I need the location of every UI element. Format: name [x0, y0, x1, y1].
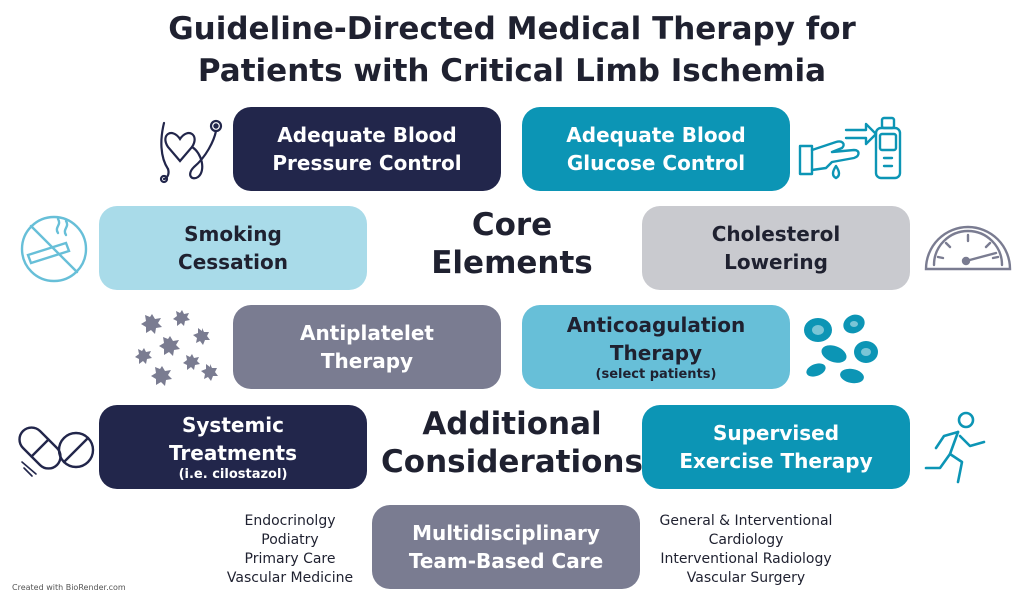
anticoag-line-1: Anticoagulation: [566, 313, 746, 337]
core-elements-label: Core Elements: [390, 206, 634, 282]
list-item: General & Interventional: [659, 513, 833, 529]
additional-label-line-1: Additional: [422, 406, 602, 442]
systemic-line-2: Treatments: [168, 441, 298, 465]
title-line-1: Guideline-Directed Medical Therapy for: [168, 11, 856, 47]
list-item: Primary Care: [244, 551, 336, 567]
glucometer-hand-icon: [798, 116, 902, 180]
list-item: Vascular Surgery: [686, 570, 806, 586]
bp-line-1: Adequate Blood: [277, 123, 457, 147]
cholesterol-lowering-box: Cholesterol Lowering: [642, 206, 910, 290]
antiplatelet-line-1: Antiplatelet: [300, 321, 434, 345]
cholesterol-line-1: Cholesterol: [711, 222, 841, 246]
smoking-cessation-box: Smoking Cessation: [99, 206, 367, 290]
glucose-line-2: Glucose Control: [566, 151, 746, 175]
team-left-list: Endocrinolgy Podiatry Primary Care Vascu…: [210, 512, 370, 588]
title-line-2: Patients with Critical Limb Ischemia: [197, 53, 827, 89]
systemic-note: (i.e. cilostazol): [178, 467, 288, 482]
glucose-line-1: Adequate Blood: [566, 123, 746, 147]
antiplatelet-therapy-box: Antiplatelet Therapy: [233, 305, 501, 389]
page-title: Guideline-Directed Medical Therapy for P…: [0, 8, 1024, 92]
team-line-1: Multidisciplinary: [412, 521, 600, 545]
anticoag-note: (select patients): [595, 367, 717, 382]
list-item: Vascular Medicine: [226, 570, 354, 586]
list-item: Interventional Radiology: [660, 551, 832, 567]
glucose-control-box: Adequate Blood Glucose Control: [522, 107, 790, 191]
footer-credit: Created with BioRender.com: [12, 583, 126, 592]
core-label-line-1: Core: [471, 207, 553, 243]
list-item: Podiatry: [261, 532, 319, 548]
bp-line-2: Pressure Control: [272, 151, 462, 175]
antiplatelet-line-2: Therapy: [320, 349, 414, 373]
team-right-list: General & Interventional Cardiology Inte…: [646, 512, 846, 588]
anticoag-line-2: Therapy: [609, 341, 703, 365]
smoking-line-1: Smoking: [184, 222, 282, 246]
exercise-line-2: Exercise Therapy: [679, 449, 873, 473]
blood-cells-icon: [804, 314, 878, 384]
pills-icon: [18, 426, 95, 477]
core-label-line-2: Elements: [431, 245, 593, 281]
list-item: Cardiology: [708, 532, 784, 548]
additional-considerations-label: Additional Considerations: [372, 405, 652, 481]
systemic-line-1: Systemic: [181, 413, 285, 437]
bp-control-box: Adequate Blood Pressure Control: [233, 107, 501, 191]
supervised-exercise-box: Supervised Exercise Therapy: [642, 405, 910, 489]
stethoscope-heart-icon: [159, 119, 223, 184]
additional-label-line-2: Considerations: [381, 444, 643, 480]
gauge-icon: [924, 225, 1012, 271]
team-line-2: Team-Based Care: [408, 549, 604, 573]
smoking-line-2: Cessation: [178, 250, 288, 274]
team-based-care-box: Multidisciplinary Team-Based Care: [372, 505, 640, 589]
cholesterol-line-2: Lowering: [724, 250, 828, 274]
platelets-icon: [135, 310, 218, 386]
list-item: Endocrinolgy: [244, 513, 336, 529]
no-smoking-icon: [20, 215, 88, 283]
exercise-line-1: Supervised: [712, 421, 840, 445]
running-person-icon: [924, 411, 986, 484]
anticoagulation-therapy-box: Anticoagulation Therapy (select patients…: [522, 305, 790, 389]
systemic-treatments-box: Systemic Treatments (i.e. cilostazol): [99, 405, 367, 489]
